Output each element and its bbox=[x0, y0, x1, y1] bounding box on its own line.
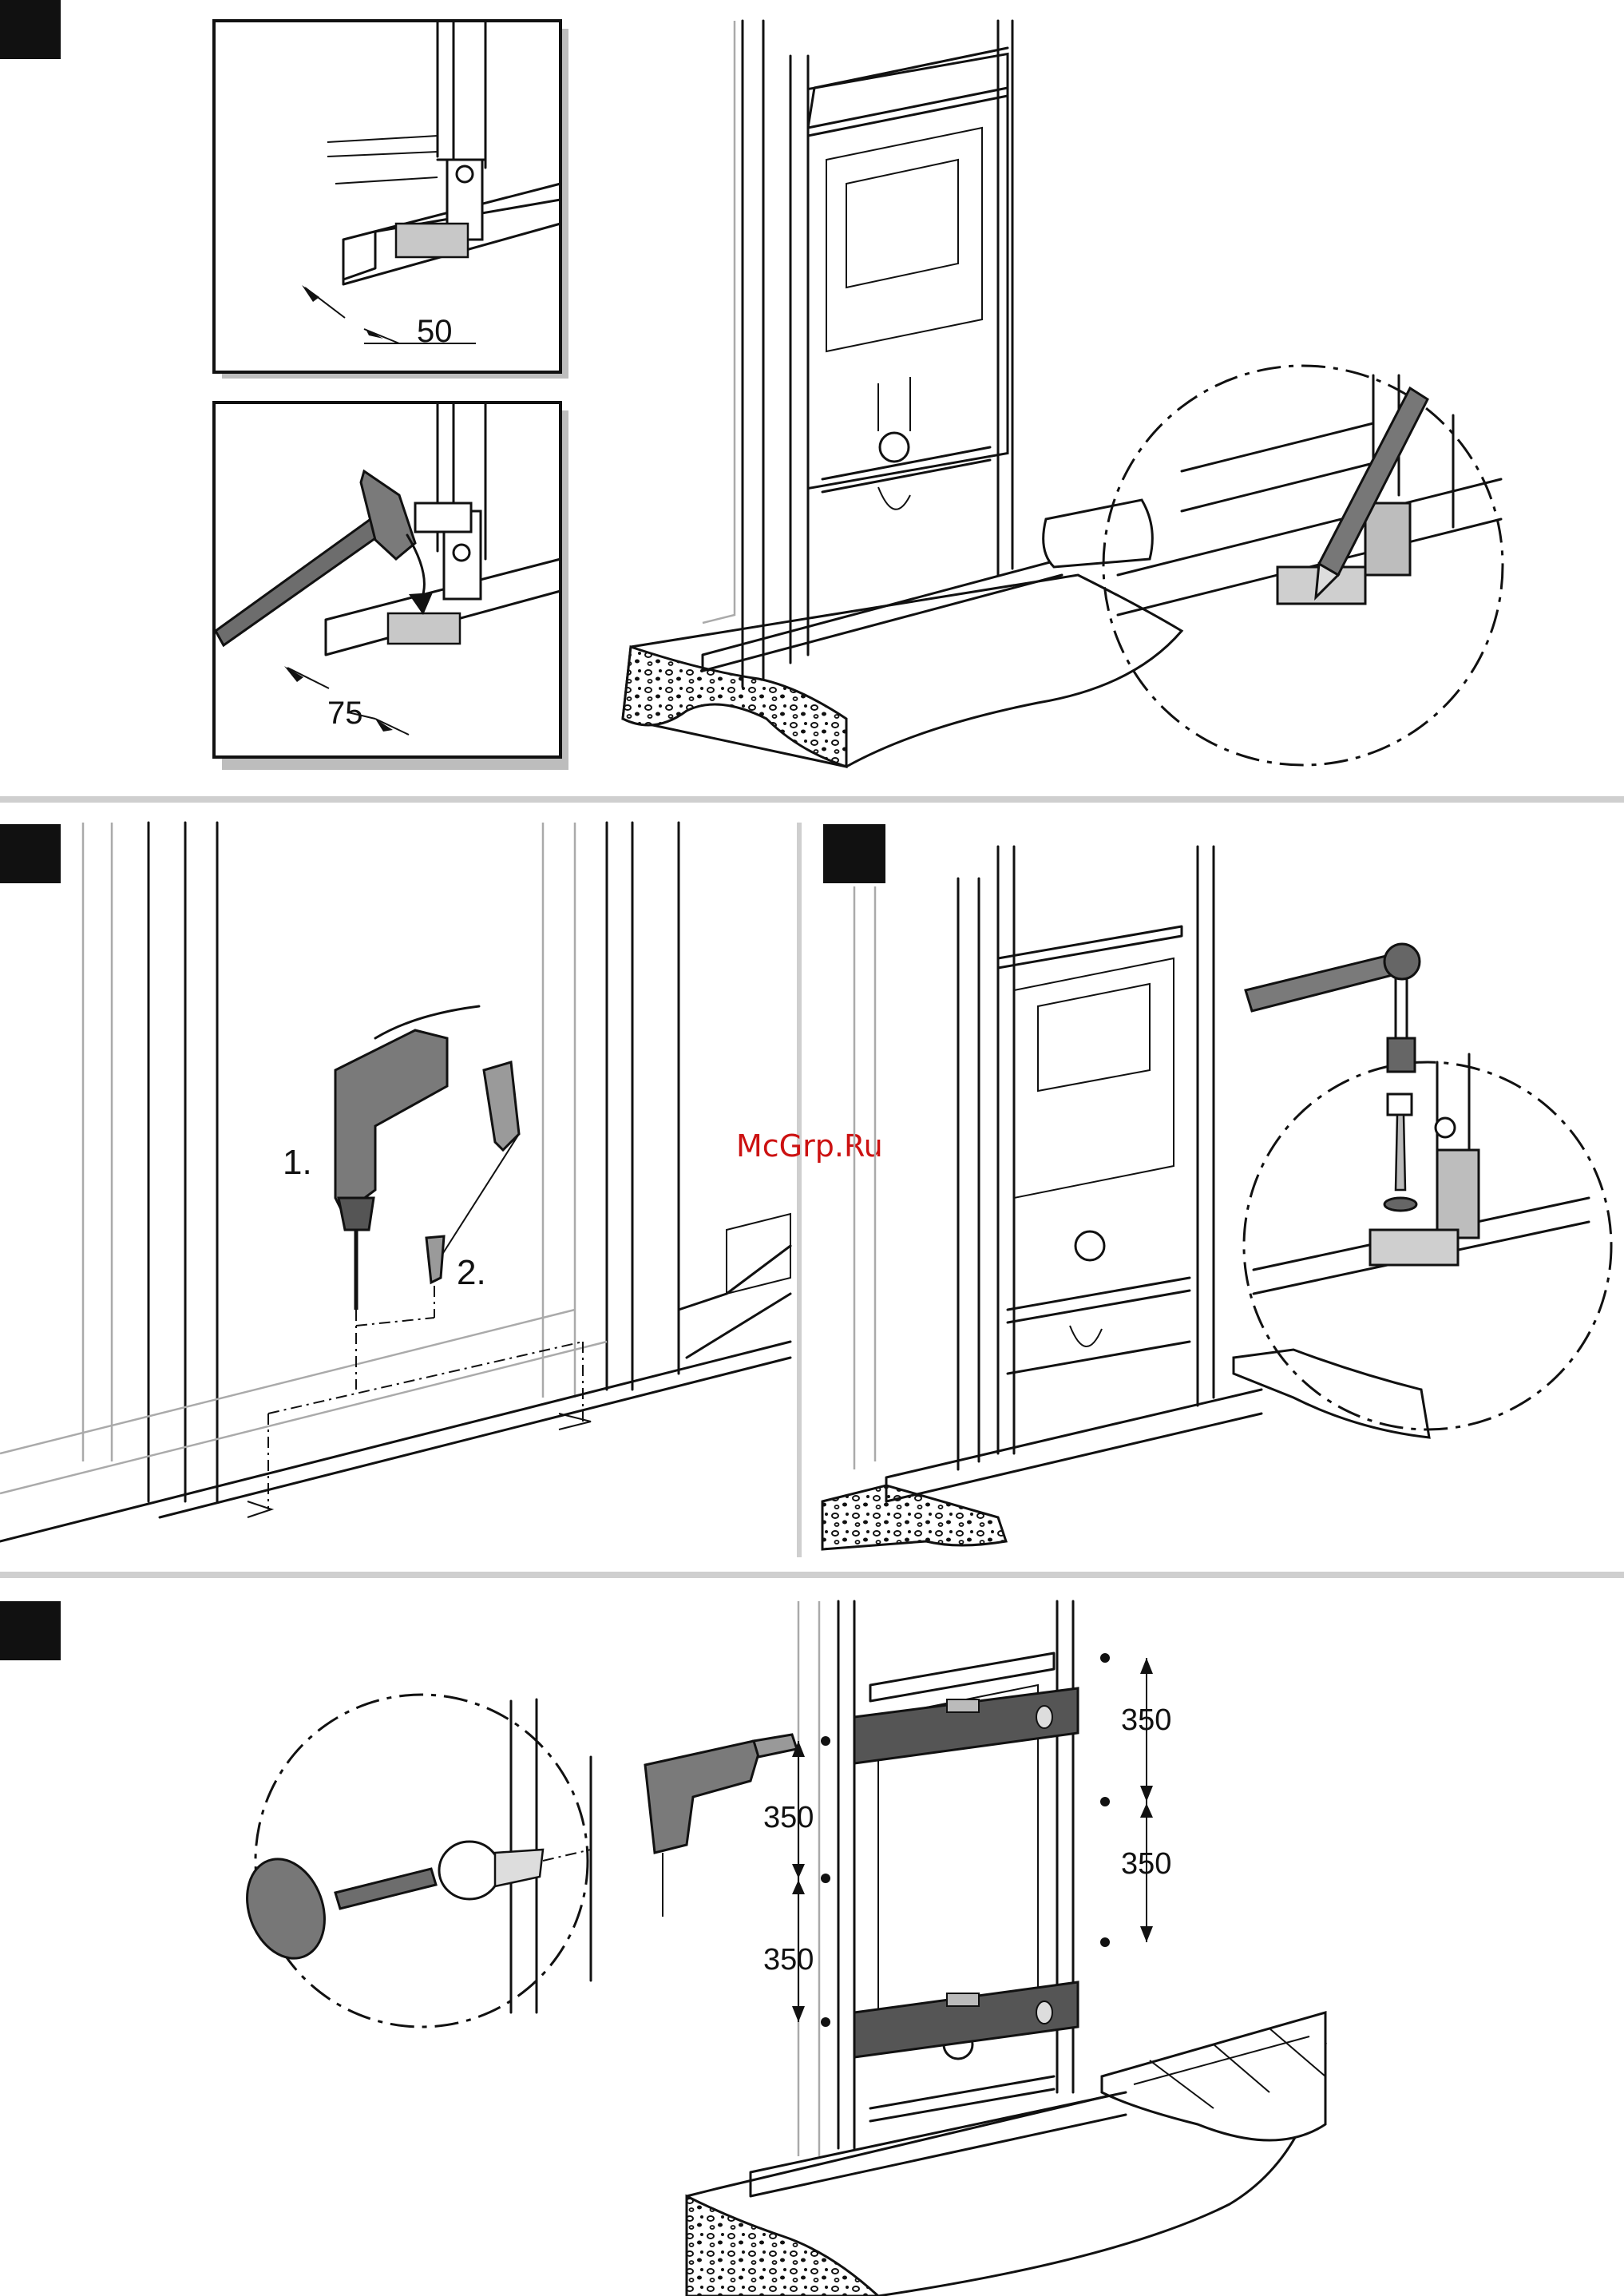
drilling-scene bbox=[0, 823, 790, 1541]
dimension-label-50: 50 bbox=[417, 314, 453, 349]
step-label-2: 2. bbox=[457, 1253, 486, 1292]
spacing-label-right-bottom: 350 bbox=[1121, 1847, 1171, 1881]
step-label-1: 1. bbox=[283, 1143, 312, 1182]
watermark: McGrp.Ru bbox=[736, 1128, 883, 1164]
step-marker-1 bbox=[0, 0, 61, 59]
bolt-fixing-scene bbox=[822, 847, 1611, 1549]
detail-box-measure-50 bbox=[214, 21, 568, 379]
spacing-label-left-bottom: 350 bbox=[763, 1943, 814, 1977]
spacing-label-right-top: 350 bbox=[1121, 1703, 1171, 1737]
detail-box-hammer-75 bbox=[214, 402, 568, 770]
spacing-label-left-top: 350 bbox=[763, 1801, 814, 1834]
dimension-label-75: 75 bbox=[327, 696, 363, 731]
step-marker-4 bbox=[0, 1601, 61, 1660]
frame-on-floor bbox=[623, 21, 1182, 767]
section-divider bbox=[0, 796, 1624, 803]
section-divider bbox=[797, 823, 802, 1557]
step-marker-3 bbox=[823, 824, 885, 883]
step-marker-2 bbox=[0, 824, 61, 883]
zoom-circle-marking bbox=[1103, 366, 1503, 765]
section-divider bbox=[0, 1572, 1624, 1578]
